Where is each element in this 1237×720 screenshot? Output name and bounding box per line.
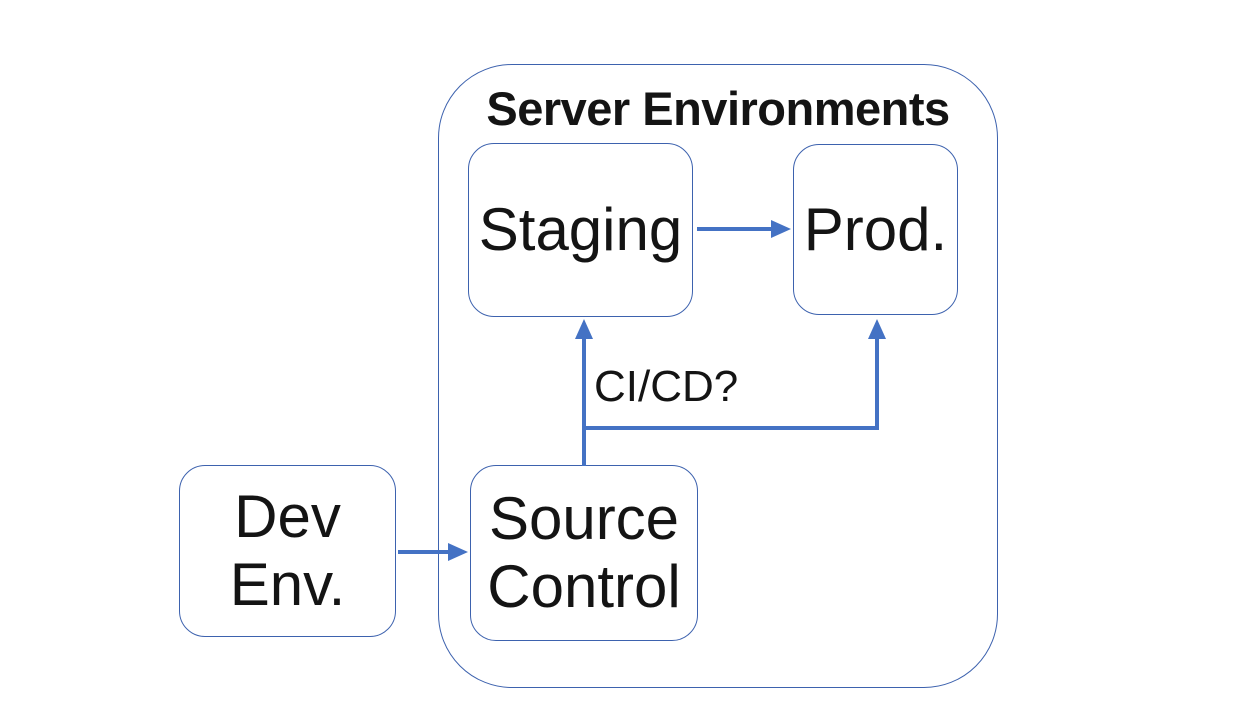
group-title: Server Environments (486, 82, 950, 135)
node-source-control-label-line1: Source (488, 485, 680, 552)
server-environments-group (438, 64, 998, 688)
node-staging: Staging (468, 143, 693, 317)
edge-label-cicd: CI/CD? (594, 362, 739, 411)
node-source-control: Source Control (470, 465, 698, 641)
node-staging-label: Staging (478, 196, 683, 263)
node-dev-env-label-line1: Dev (234, 483, 341, 550)
node-prod: Prod. (793, 144, 958, 315)
node-prod-label: Prod. (803, 195, 948, 263)
node-source-control-label-line2: Control (487, 553, 681, 620)
node-dev-env-label-line2: Env. (229, 551, 346, 618)
node-dev-env: Dev Env. (179, 465, 396, 637)
